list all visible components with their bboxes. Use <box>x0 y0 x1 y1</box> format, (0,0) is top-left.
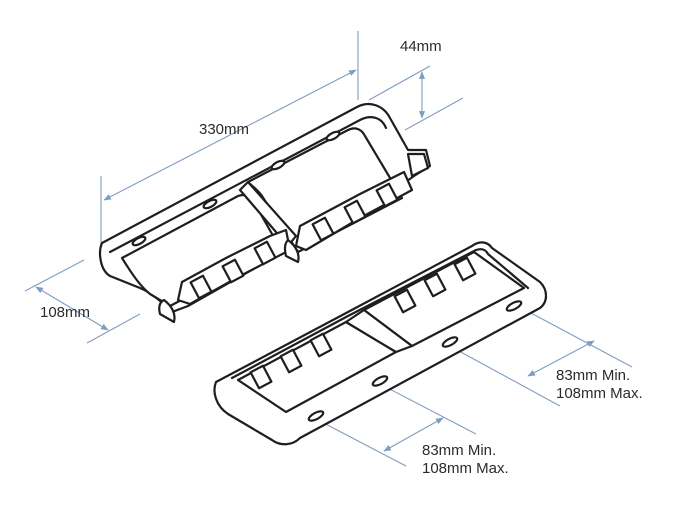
upper-right-tab-2 <box>343 199 367 225</box>
lower-right-tab-3 <box>453 256 477 282</box>
ext-line-bottom-b <box>377 382 477 435</box>
ext-line-108-top <box>24 259 85 292</box>
label-bottom-max: 108mm Max. <box>422 460 509 477</box>
upper-left-tab-3 <box>253 240 277 266</box>
lower-left-tab-2 <box>279 348 303 374</box>
lower-slot-3 <box>441 336 459 348</box>
label-height: 44mm <box>400 38 442 55</box>
ext-line-right-b <box>515 304 633 368</box>
upper-divider <box>238 180 298 248</box>
lower-holder <box>213 241 548 446</box>
label-right-max: 108mm Max. <box>556 385 643 402</box>
lower-slot-1 <box>307 410 325 422</box>
upper-left-tab-2 <box>221 258 245 284</box>
lower-slot-2 <box>371 375 389 387</box>
dimension-lines <box>24 31 633 467</box>
lower-slot-4 <box>505 300 523 312</box>
ext-line-44-top <box>368 65 431 101</box>
upper-slot-2 <box>202 198 218 210</box>
ext-line-right-a <box>445 343 561 407</box>
dim-line-bottom <box>383 417 444 452</box>
dim-line-right <box>527 340 595 377</box>
dim-line-108 <box>35 286 109 331</box>
ext-line-44-bottom <box>404 97 464 131</box>
upper-rim-line <box>108 116 388 254</box>
lower-tray-rim <box>230 248 530 380</box>
upper-end-cap-right <box>406 152 430 178</box>
ext-line-108-bottom <box>86 313 141 344</box>
upper-end-cap-mid <box>283 238 300 264</box>
label-right-min: 83mm Min. <box>556 367 631 384</box>
upper-left-tab-1 <box>189 274 213 300</box>
label-depth: 108mm <box>40 304 91 321</box>
dim-line-330 <box>103 69 357 201</box>
lower-right-tab-2 <box>423 272 447 298</box>
upper-right-tab-1 <box>311 216 335 242</box>
lower-left-tab-1 <box>249 364 273 390</box>
upper-slot-3 <box>270 159 286 171</box>
label-bottom-min: 83mm Min. <box>422 442 497 459</box>
label-overall-length: 330mm <box>199 121 250 138</box>
lower-divider <box>344 308 414 354</box>
upper-slot-4 <box>325 130 341 142</box>
label-bottom-adjust: 83mm Min. 108mm Max. <box>422 442 509 478</box>
lower-right-tab-1 <box>393 288 417 314</box>
upper-end-cap-left <box>158 298 176 324</box>
upper-slot-1 <box>131 235 147 247</box>
upper-holder <box>99 102 432 324</box>
label-right-adjust: 83mm Min. 108mm Max. <box>556 367 643 403</box>
ext-line-bottom-a <box>315 418 407 467</box>
upper-right-tab-3 <box>375 182 399 208</box>
lower-left-tab-3 <box>309 332 333 358</box>
